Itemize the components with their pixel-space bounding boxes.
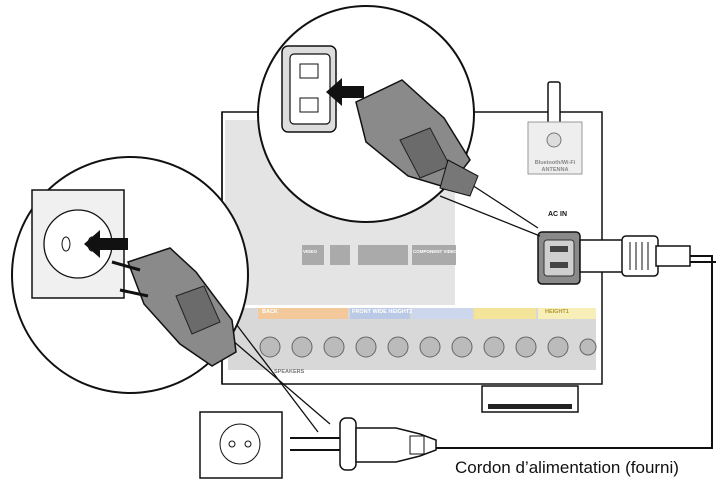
power-cord-caption: Cordon d’alimentation (fourni)	[455, 458, 679, 477]
power-plug-icon	[111, 247, 237, 367]
insert-arrow-icon	[326, 78, 364, 106]
speakers-label: SPEAKERS	[274, 369, 305, 375]
wall-outlet-bottom	[199, 411, 283, 479]
back-label: BACK	[262, 309, 278, 315]
iec-socket-icon	[281, 45, 337, 133]
antenna-label: Bluetooth/Wi-Fi ANTENNA	[534, 160, 576, 173]
speaker-terminals	[259, 336, 597, 358]
ac-in-label: AC IN	[548, 211, 568, 218]
plug-side-view	[290, 417, 437, 471]
zoom-circle-ac-inlet	[257, 5, 479, 223]
iec-plug-icon	[355, 79, 479, 197]
height1-label: HEIGHT1	[545, 309, 569, 315]
component-video-label: COMPONENT VIDEO	[413, 249, 458, 254]
front-wide-height2-label: FRONT WIDE HEIGHT2	[352, 309, 413, 315]
zoom-lines	[229, 171, 541, 433]
zoom-circle-wall-outlet	[11, 156, 249, 394]
power-cord	[434, 255, 716, 449]
video-label: VIDEO	[303, 249, 318, 254]
iec-connector-icon	[579, 235, 691, 277]
